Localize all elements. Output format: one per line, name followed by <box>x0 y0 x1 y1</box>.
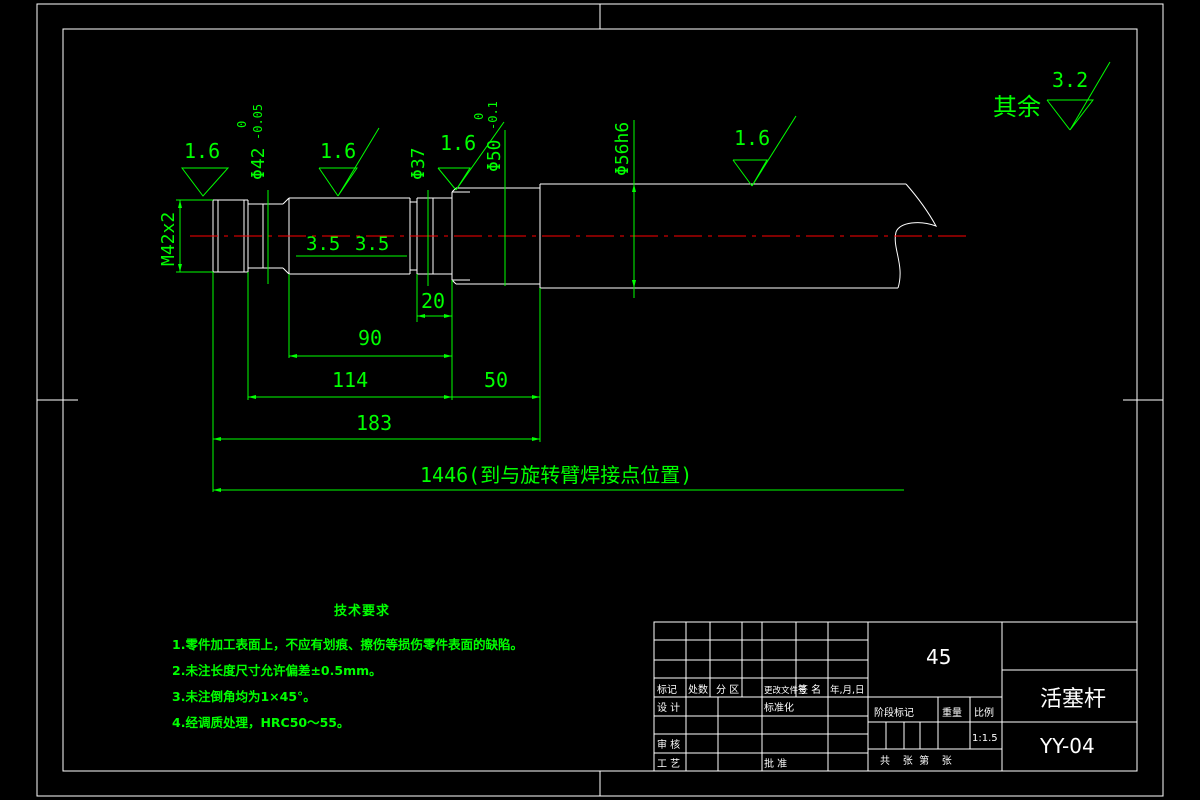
thread-label: M42x2 <box>158 212 179 266</box>
length-90: 90 <box>358 326 382 350</box>
roughness-general-value: 3.2 <box>1052 68 1088 92</box>
tech-note-1: 1.零件加工表面上，不应有划痕、擦伤等损伤零件表面的缺陷。 <box>172 637 523 652</box>
hdr-docno: 更改文件号 <box>764 685 807 696</box>
scale-value: 1:1.5 <box>972 733 998 744</box>
length-20: 20 <box>421 289 445 313</box>
tech-note-3: 3.未注倒角均为1×45°。 <box>172 689 316 704</box>
tech-notes-title: 技术要求 <box>334 604 391 619</box>
diameter-50-label: Φ50 <box>484 139 505 172</box>
sheets-label: 共 张 第 张 <box>880 754 952 767</box>
diameter-50-tol-upper: 0 <box>472 113 486 120</box>
hdr-zone: 分 区 <box>716 684 739 696</box>
part-name: 活塞杆 <box>1040 687 1106 712</box>
roughness-general-label: 其余 <box>993 93 1041 121</box>
hdr-sign: 签 名 <box>798 683 821 696</box>
check-label: 审 核 <box>657 738 680 751</box>
roughness-mark-4: 1.6 <box>734 126 770 150</box>
dimension-arrows <box>178 184 636 492</box>
diameter-42-tol-lower: -0.05 <box>251 104 265 140</box>
hdr-date: 年,月,日 <box>830 684 865 696</box>
roughness-mark-1: 1.6 <box>184 139 220 163</box>
weight-label: 重量 <box>942 706 962 719</box>
length-50: 50 <box>484 368 508 392</box>
length-1446: 1446(到与旋转臂焊接点位置) <box>420 463 692 487</box>
design-label: 设 计 <box>657 701 680 714</box>
length-groove-a: 3.5 <box>306 233 340 255</box>
approve-label: 批 准 <box>764 757 787 770</box>
diameter-42-label: Φ42 <box>248 147 269 180</box>
standard-label: 标准化 <box>764 701 794 714</box>
roughness-symbols <box>181 61 1111 197</box>
length-groove-b: 3.5 <box>355 233 389 255</box>
roughness-mark-2: 1.6 <box>320 139 356 163</box>
diameter-56-label: Φ56h6 <box>612 122 633 176</box>
material-label: 45 <box>926 645 951 669</box>
hdr-count: 处数 <box>688 683 708 696</box>
stage-mark-label: 阶段标记 <box>874 706 914 719</box>
tech-note-4: 4.经调质处理，HRC50～55。 <box>172 715 350 730</box>
sheet-frame <box>36 3 1164 797</box>
diameter-50-tol-lower: -0.1 <box>486 101 500 130</box>
tech-note-2: 2.未注长度尺寸允许偏差±0.5mm。 <box>172 663 382 678</box>
diameter-37-label: Φ37 <box>408 147 429 180</box>
dimension-lines <box>176 120 904 492</box>
scale-label: 比例 <box>974 706 994 719</box>
roughness-mark-3: 1.6 <box>440 131 476 155</box>
process-label: 工 艺 <box>657 758 680 770</box>
diameter-42-tol-upper: 0 <box>235 121 249 128</box>
title-block <box>653 621 1138 772</box>
hdr-mark: 标记 <box>657 684 677 696</box>
length-114: 114 <box>332 368 368 392</box>
length-183: 183 <box>356 411 392 435</box>
drawing-number: YY-04 <box>1039 734 1095 758</box>
